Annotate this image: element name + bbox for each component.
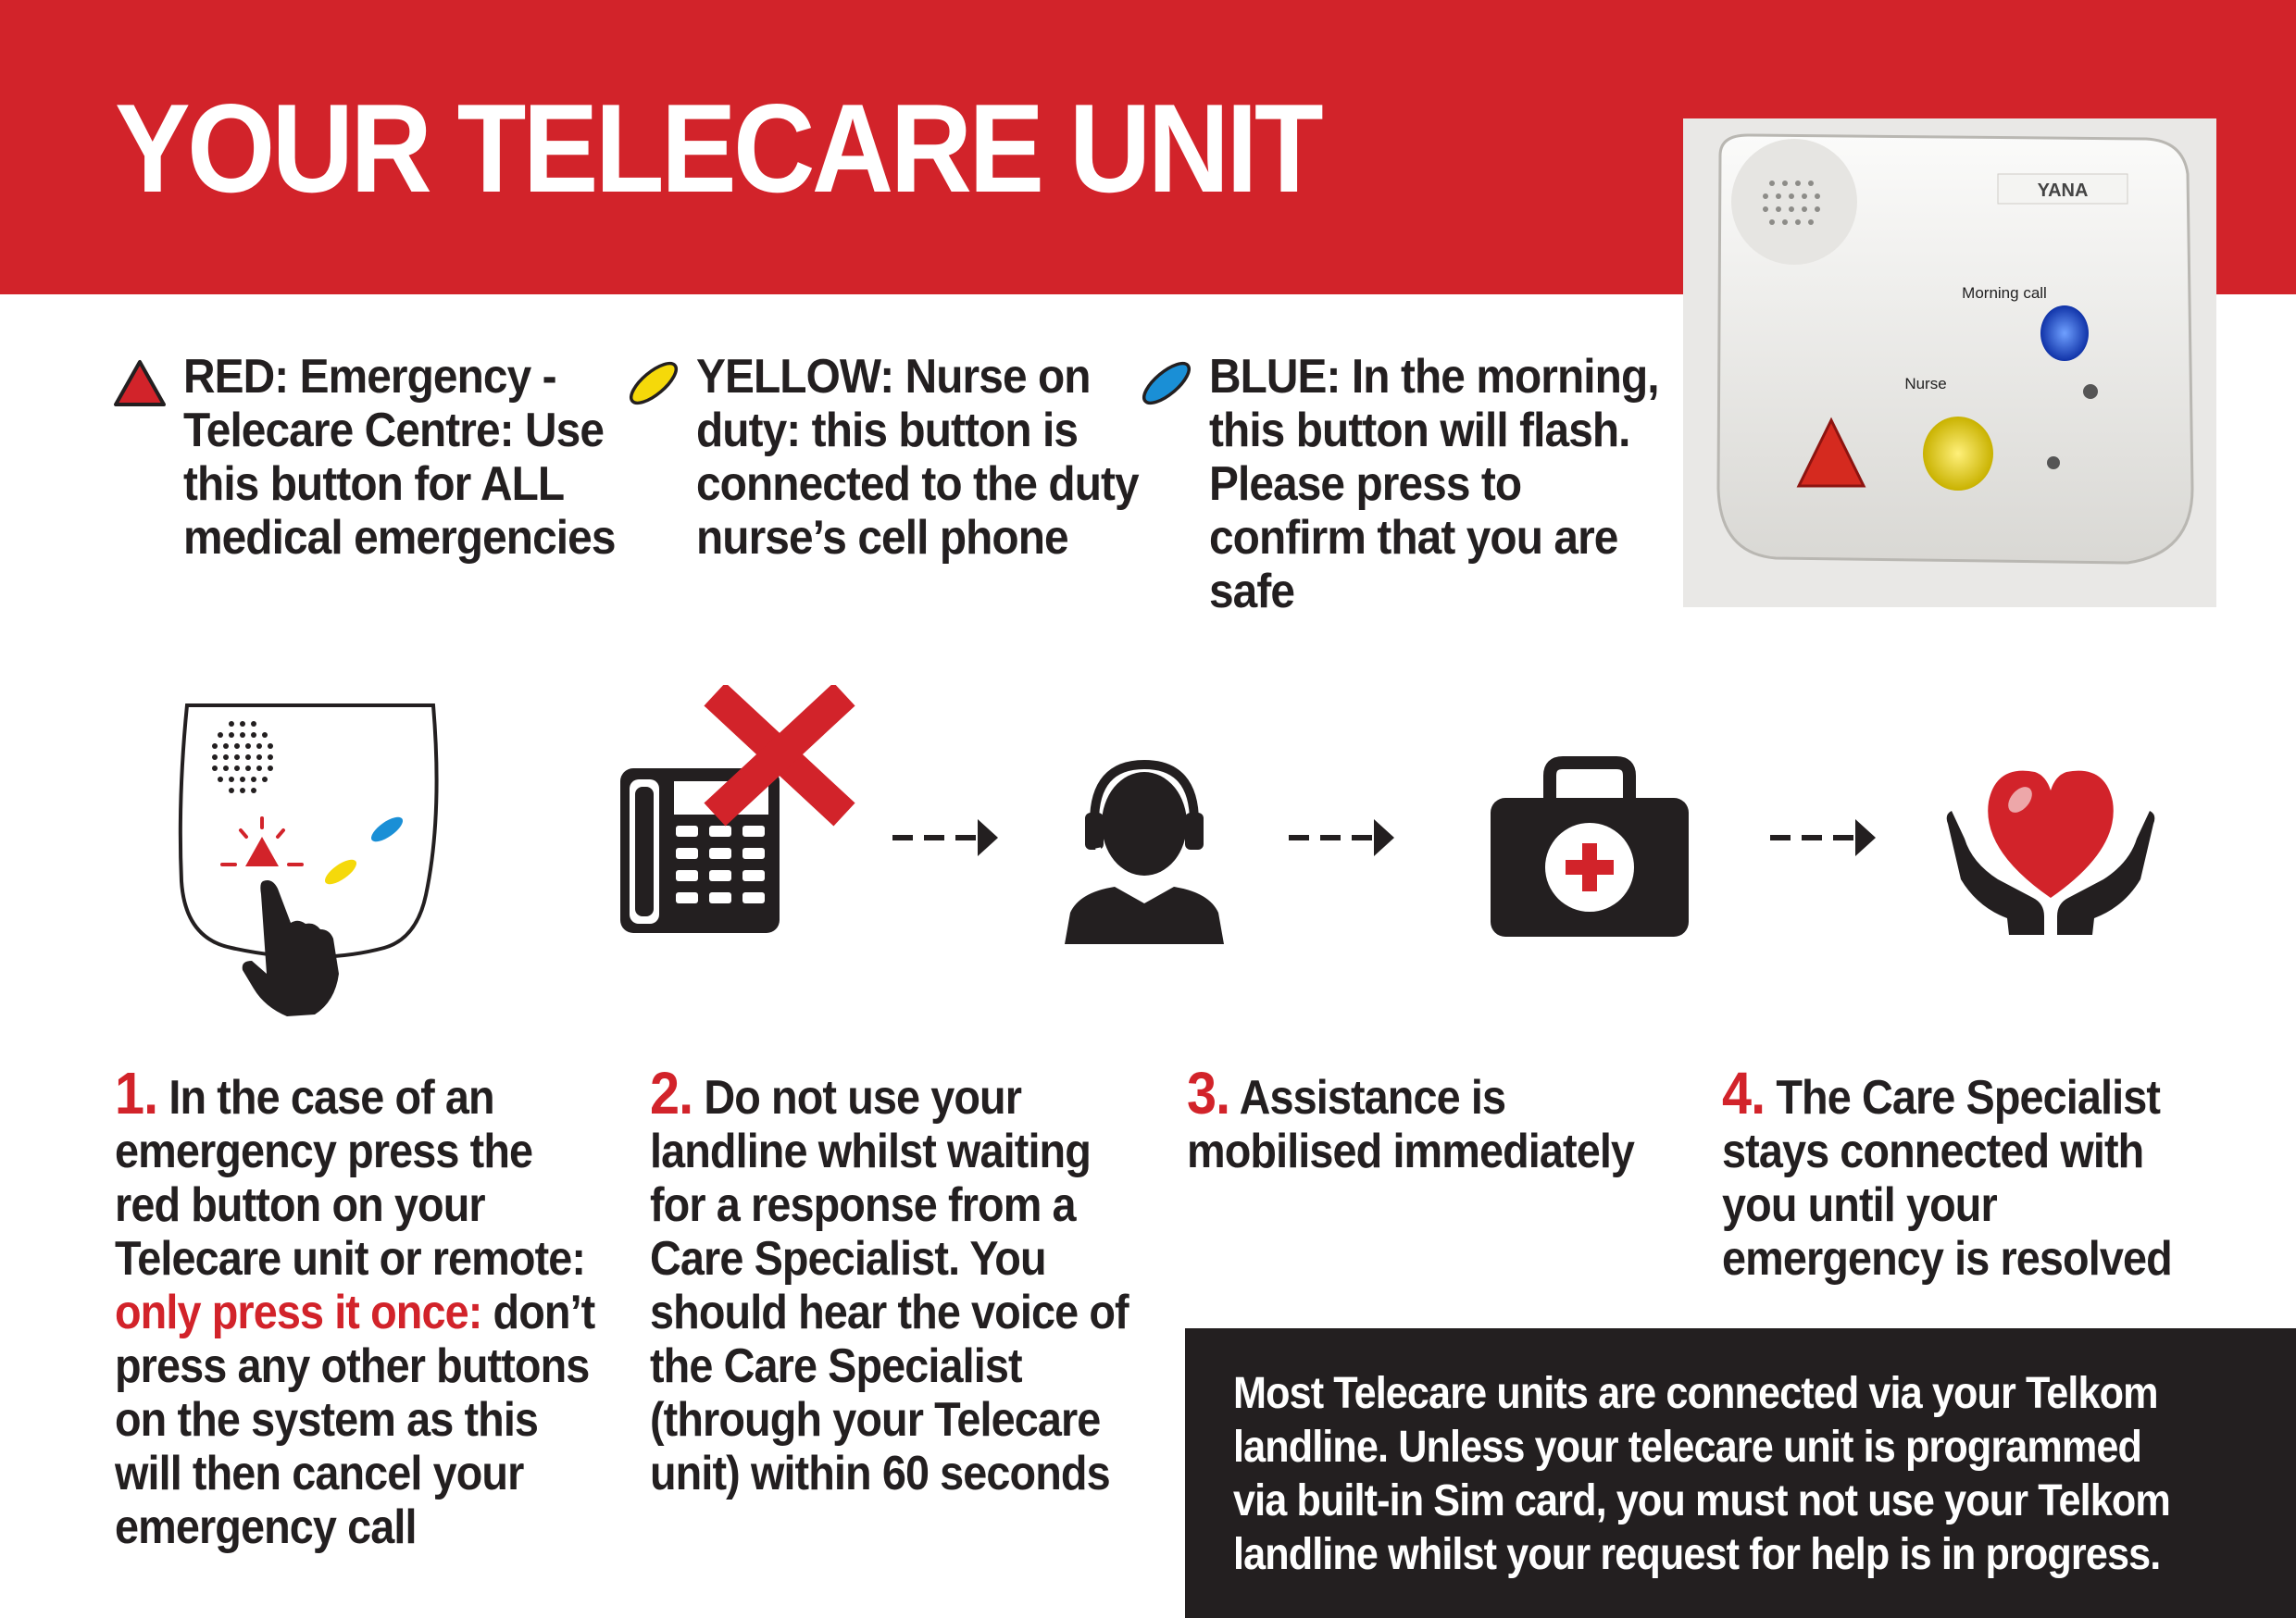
red-button-description: RED: Emergency - Telecare Centre: Use th… [113, 350, 616, 565]
yana-logo-text: YANA [2038, 180, 2089, 201]
red-triangle-icon [114, 360, 166, 406]
first-aid-kit-icon [1491, 756, 1689, 937]
step-text: Do not use your landline whilst waiting … [650, 1071, 1129, 1500]
dashed-arrow-icon [1289, 819, 1394, 856]
step-number: 4. [1722, 1060, 1766, 1126]
step-4: 4. The Care Specialist stays connected w… [1722, 1064, 2222, 1286]
heart-in-hands-icon [1946, 770, 2155, 935]
nurse-label: Nurse [1904, 375, 1946, 392]
step-3: 3. Assistance is mobilised immediately [1187, 1064, 1687, 1178]
step-text: Assistance is mobilised immediately [1187, 1071, 1635, 1178]
step-highlight: only press it once: [115, 1286, 482, 1339]
landline-phone-crossed-icon [620, 685, 855, 933]
yellow-oval-icon [630, 361, 678, 405]
landline-note-text: Most Telecare units are connected via yo… [1233, 1369, 2171, 1579]
step-number: 2. [650, 1060, 693, 1126]
yellow-button-description: YELLOW: Nurse on duty: this button is co… [626, 350, 1140, 565]
blue-oval-icon [1142, 361, 1191, 405]
step-number: 3. [1187, 1060, 1230, 1126]
dashed-arrow-icon [1770, 819, 1876, 856]
step-2: 2. Do not use your landline whilst waiti… [650, 1064, 1150, 1500]
step-text-before: In the case of an emergency press the re… [115, 1071, 586, 1286]
press-red-button-icon [178, 703, 439, 1016]
telecare-unit-photo: YANA Morning call Nurse [1683, 118, 2216, 607]
landline-note-box: Most Telecare units are connected via yo… [1185, 1328, 2296, 1618]
blue-button-description: BLUE: In the morning, this button will f… [1139, 350, 1660, 618]
page-title: YOUR TELECARE UNIT [115, 78, 1324, 218]
dashed-arrow-icon [892, 819, 998, 856]
morning-call-label: Morning call [1962, 284, 2047, 302]
call-centre-agent-icon [1065, 759, 1224, 944]
step-text: The Care Specialist stays connected with… [1722, 1071, 2173, 1286]
step-1: 1. In the case of an emergency press the… [115, 1064, 615, 1554]
step-number: 1. [115, 1060, 158, 1126]
step-text-after: don’t press any other buttons on the sys… [115, 1286, 595, 1554]
